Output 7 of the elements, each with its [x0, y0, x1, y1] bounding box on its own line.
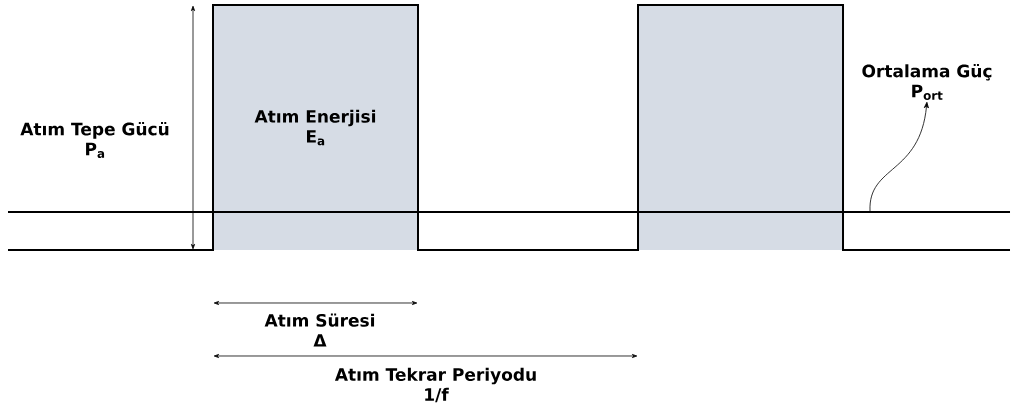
annotation-text: Atım Tekrar Periyodu 1/f: [334, 367, 536, 403]
pulse-box: [638, 5, 843, 250]
annotation-text: Atım Süresi Δ: [264, 313, 375, 347]
leader-arrow: [869, 101, 929, 212]
annotation-text: Atım Tepe Gücü P$_{a}$: [20, 122, 169, 158]
annotation-text: Ortalama Güç P$_{ort}$: [862, 64, 992, 100]
pulse-box: Atım Enerjisi E$_{a}$: [213, 5, 418, 250]
